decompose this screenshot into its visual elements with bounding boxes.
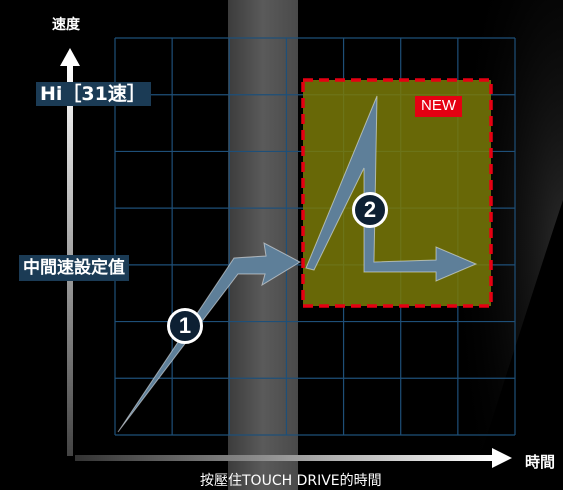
boost-arrow bbox=[305, 95, 478, 282]
x-axis bbox=[75, 455, 495, 461]
mid-speed-label: 中間速設定值 bbox=[19, 255, 129, 281]
speed-ramp-arrow bbox=[117, 242, 302, 433]
background-strip bbox=[228, 0, 298, 490]
x-axis-caption: 按壓住TOUCH DRIVE的時間 bbox=[200, 473, 382, 489]
x-axis-label: 時間 bbox=[525, 453, 556, 471]
x-axis-arrowhead bbox=[492, 448, 512, 468]
step-1-marker: 1 bbox=[167, 308, 203, 344]
y-axis-label: 速度 bbox=[52, 17, 80, 33]
hi-speed-label: Hi［31速］ bbox=[36, 82, 151, 106]
y-axis-arrowhead bbox=[60, 48, 80, 66]
step-2-marker: 2 bbox=[352, 192, 388, 228]
new-badge: NEW bbox=[415, 96, 462, 117]
